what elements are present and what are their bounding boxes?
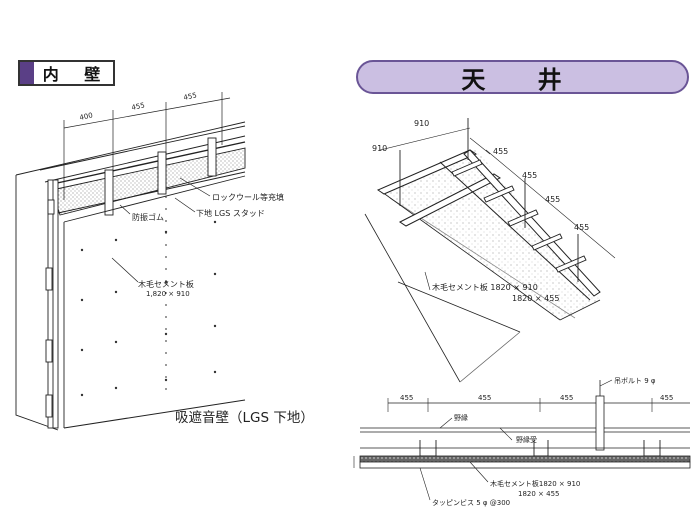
section-leader-lines (419, 379, 613, 501)
ceiling-section-texts: 455 455 455 455 吊ボルト 9 φ 野縁 野縁受 木毛セメント板1… (400, 377, 673, 507)
wall-dimension-lines (63, 92, 231, 200)
board-label: 木毛セメント板 (138, 279, 194, 289)
header-accent-bar (20, 62, 34, 84)
stud-3 (207, 137, 217, 177)
nobuchiuke-label: 野縁受 (516, 435, 537, 444)
carrier-rails (376, 149, 601, 301)
wall-outer-edge (15, 175, 59, 431)
rockwool-label: ロックウール等充填 (212, 192, 284, 202)
wall-header-title: 内 壁 (42, 65, 111, 84)
screw-dots (80, 220, 217, 397)
section-board-label: 木毛セメント板1820 × 910 (490, 479, 580, 488)
iso-dim-left-1: 910 (372, 144, 387, 153)
section-dim-2: 455 (478, 394, 491, 402)
section-dim-4: 455 (660, 394, 673, 402)
board-bottom (63, 399, 246, 429)
iso-dim-right-1: 455 (493, 147, 508, 156)
board-size-label: 1,820 × 910 (146, 290, 190, 298)
bolt-label: 吊ボルト 9 φ (614, 377, 656, 385)
wall-dim-1: 400 (79, 111, 94, 122)
stud-2 (157, 151, 167, 195)
ceiling-section-drawing (353, 379, 691, 501)
wall-back-line (39, 125, 246, 171)
section-dim-1: 455 (400, 394, 413, 402)
iso-dim-left-2: 910 (414, 119, 429, 128)
screw-label: タッピンビス 5 φ @300 (432, 498, 510, 507)
wall-leader-lines (111, 177, 211, 283)
stud-1 (104, 169, 114, 216)
iso-dim-right-2: 455 (522, 171, 537, 180)
section-board-upper (359, 455, 691, 463)
section-board-lower (359, 461, 691, 469)
wall-top-edge (15, 121, 246, 176)
wall-drawing (15, 92, 246, 431)
wall-texts: 400 455 455 ロックウール等充填 防振ゴム 下地 LGS スタッド 木… (79, 91, 284, 298)
rubber-label: 防振ゴム (132, 212, 164, 222)
wall-dim-2: 455 (131, 101, 146, 112)
stud-label: 下地 LGS スタッド (196, 208, 265, 218)
nobuchi-label: 野縁 (454, 413, 468, 422)
cross-channels (451, 159, 587, 273)
ceiling-section-header: 天 井 (356, 60, 689, 94)
wall-dim-3: 455 (183, 91, 198, 102)
section-hanger-bolt (595, 395, 605, 451)
wall-caption: 吸遮音壁（LGS 下地） (175, 410, 314, 426)
track-lower (57, 171, 246, 214)
iso-board-label-2: 1820 × 455 (512, 294, 559, 303)
section-board-label-2: 1820 × 455 (518, 490, 560, 498)
section-dim-3: 455 (560, 394, 573, 402)
ceiling-iso-dims (379, 127, 616, 259)
iso-dim-right-4: 455 (574, 223, 589, 232)
wall-section-header: 内 壁 (18, 60, 115, 86)
iso-board-label: 木毛セメント板 1820 × 910 (432, 282, 538, 292)
hanger-bolts (399, 118, 579, 282)
ceiling-iso-texts: 910 910 455 455 455 455 木毛セメント板 1820 × 9… (372, 119, 589, 303)
iso-dim-right-3: 455 (545, 195, 560, 204)
ceiling-board-plane (382, 148, 600, 320)
ceiling-iso-drawing (364, 118, 616, 383)
board-face (63, 175, 246, 223)
